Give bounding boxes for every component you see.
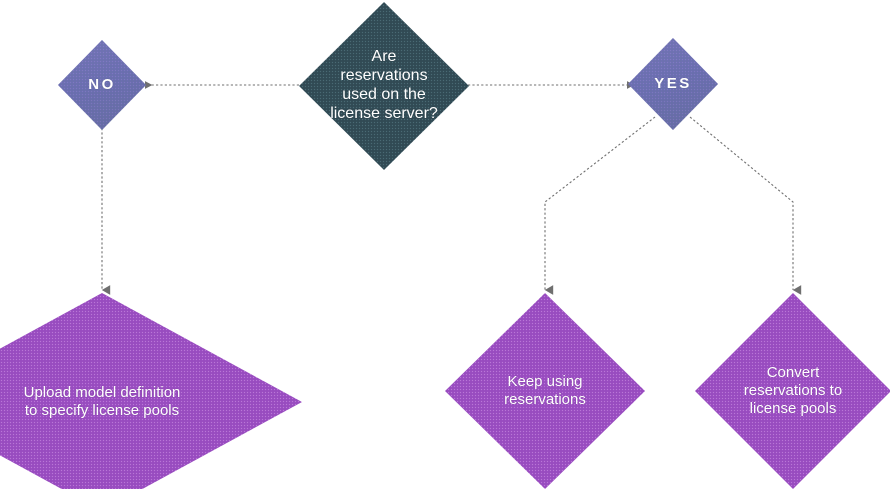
connector-yes-to-convert-reservations [689,116,802,295]
convert-reservations-label: Convert reservations to license pools [743,364,843,417]
no-diamond-shape [58,40,146,130]
branch-node-no[interactable]: NO [58,40,146,130]
outcome-node-convert-reservations[interactable]: Convert reservations to license pools [695,293,890,489]
decision-node-question[interactable]: Are reservations used on the license ser… [299,2,469,170]
upload-model-label: Upload model definition to specify licen… [23,384,181,419]
keep-reservations-label: Keep using reservations [504,373,586,408]
yes-label: YES [654,75,692,93]
question-label: Are reservations used on the license ser… [330,48,438,122]
yes-diamond-shape [628,38,718,130]
keep-reservations-diamond-shape [445,293,645,489]
convert-reservations-diamond-shape [695,293,890,489]
upload-model-diamond-shape [0,293,302,489]
branch-node-yes[interactable]: YES [628,38,718,130]
no-label: NO [88,76,116,94]
connector-yes-to-keep-reservations [544,116,656,295]
outcome-node-upload-model[interactable]: Upload model definition to specify licen… [0,293,302,489]
question-diamond-shape [299,2,469,170]
outcome-node-keep-reservations[interactable]: Keep using reservations [445,293,645,489]
